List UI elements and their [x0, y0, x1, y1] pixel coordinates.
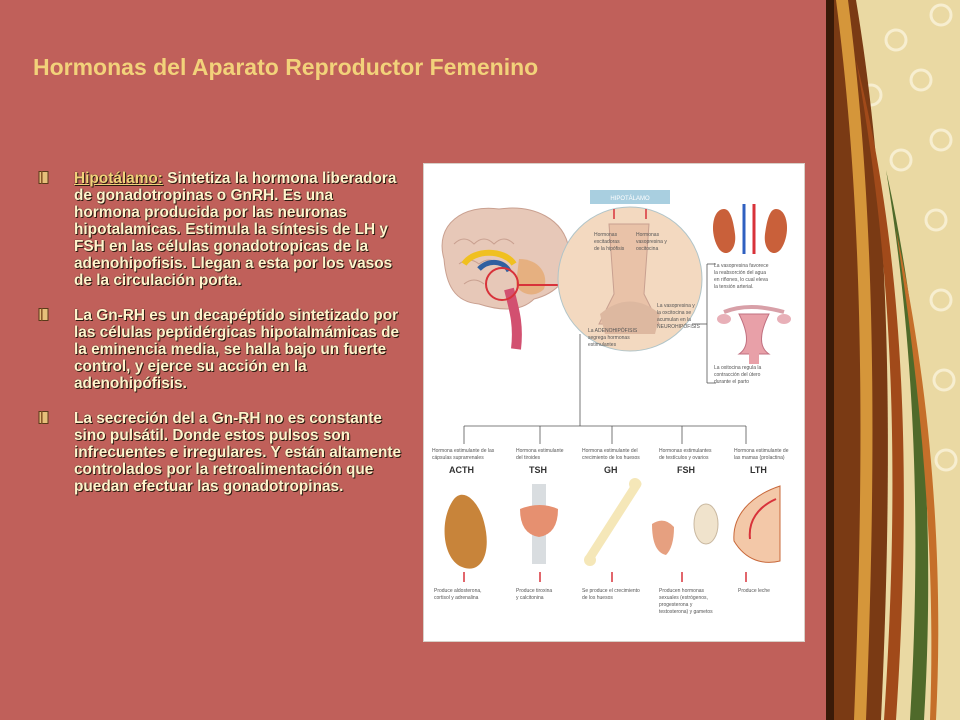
kidney-label-line: en riñones, lo cual eleva [714, 277, 768, 283]
hormone-name: ACTH [449, 465, 474, 475]
bullet-list: Hipotálamo: Sintetiza la hormona liberad… [38, 170, 403, 513]
hormone-desc-line: Hormona estimulante de [734, 448, 789, 454]
hormone-effect-line: progesterona y [659, 602, 693, 608]
hormone-effect-line: y calcitonina [516, 595, 544, 601]
hormone-effect-line: Producen hormonas [659, 588, 705, 594]
svg-text:Produce aldosterona,cortisol y: Produce aldosterona,cortisol y adrenalin… [434, 588, 482, 601]
hormone-desc-line: Hormona estimulante del [582, 448, 638, 454]
excitatory-label-line: de la hipófisis [594, 246, 625, 252]
hormone-effect-line: Se produce el crecimiento [582, 588, 640, 594]
bullet-item: La Gn-RH es un decapéptido sintetizado p… [38, 307, 403, 392]
bullet-text: Sintetiza la hormona liberadora de gonad… [74, 170, 397, 289]
bullet-text: La secreción del a Gn-RH no es constante… [74, 410, 402, 495]
hormone-name: TSH [529, 465, 547, 475]
neuro-label-line: La vasopresina y [657, 303, 695, 309]
uterus-label-line: durante el parto [714, 379, 749, 385]
uterus-label-line: contracción del útero [714, 372, 761, 378]
excitatory-label-line: excitadoras [594, 239, 620, 245]
vasopressin-label-line: oxcitocina [636, 246, 658, 252]
adeno-label-line: segrega hormonas [588, 335, 630, 341]
hormone-desc-line: del tiroides [516, 455, 541, 461]
hormone-effect-line: testosterona) y gametos [659, 609, 713, 615]
hormone-effect-line: cortisol y adrenalina [434, 595, 479, 601]
neuro-label-line: NEUROHIPÓFISIS [657, 323, 700, 330]
kidney-label-line: la reabsorción del agua [714, 270, 766, 276]
svg-text:La vasopresina yla oxcitocina: La vasopresina yla oxcitocina seacumulan… [657, 303, 700, 330]
bullet-item: La secreción del a Gn-RH no es constante… [38, 410, 403, 495]
hormone-desc-line: de testículos y ovarios [659, 455, 709, 461]
book-bullet-icon [38, 308, 49, 321]
bullet-text: La Gn-RH es un decapéptido sintetizado p… [74, 307, 400, 392]
hormone-desc-line: crecimiento de los huesos [582, 455, 640, 461]
uterus-label-line: La oxitocina regula la [714, 365, 761, 371]
connector-lines [463, 263, 747, 444]
kidney-label-line: la tensión arterial. [714, 284, 753, 290]
kidney-label-line: La vasopresina favorece [714, 263, 769, 269]
hormone-desc-line: Hormona estimulante de las [432, 448, 495, 454]
vasopressin-label-line: vasopresina y [636, 239, 667, 245]
hormone-effect-line: Produce aldosterona, [434, 588, 482, 594]
bullet-highlight: Hipotálamo: [74, 170, 163, 187]
excitatory-label-line: Hormonas [594, 232, 618, 238]
hormone-desc-line: cápsulas suprarrenales [432, 455, 484, 461]
hormone-name: GH [604, 465, 618, 475]
hormone-effect-line: Produce leche [738, 588, 770, 594]
hormone-desc-line: las mamas (prolactina) [734, 455, 785, 461]
floral-pattern-icon [826, 0, 960, 720]
vasopressin-label-line: Hormonas [636, 232, 660, 238]
neuro-label-line: la oxcitocina se [657, 310, 691, 316]
hormone-effect-line: Produce tiroxina [516, 588, 552, 594]
brain-illustration [441, 207, 574, 350]
adeno-label-line: estimulantes [588, 342, 617, 348]
hormone-effect-line: de los huesos [582, 595, 613, 601]
slide-title: Hormonas del Aparato Reproductor Femenin… [33, 54, 539, 80]
book-bullet-icon [38, 411, 49, 424]
hormone-effect-line: sexuales (estrógenos, [659, 595, 708, 601]
neuro-label-line: acumulan en la [657, 317, 691, 323]
hormone-name: FSH [677, 465, 695, 475]
book-bullet-icon [38, 171, 49, 184]
hormone-desc-line: Hormonas estimulantes [659, 448, 712, 454]
hypothalamus-header: HIPOTÁLAMO [610, 195, 650, 202]
hormone-desc-line: Hormona estimulante [516, 448, 564, 454]
adeno-label-line: La ADENOHIPÓFISIS [588, 327, 638, 334]
decorative-sidebar [826, 0, 960, 720]
hormone-name: LTH [750, 465, 767, 475]
bullet-item: Hipotálamo: Sintetiza la hormona liberad… [38, 170, 403, 289]
